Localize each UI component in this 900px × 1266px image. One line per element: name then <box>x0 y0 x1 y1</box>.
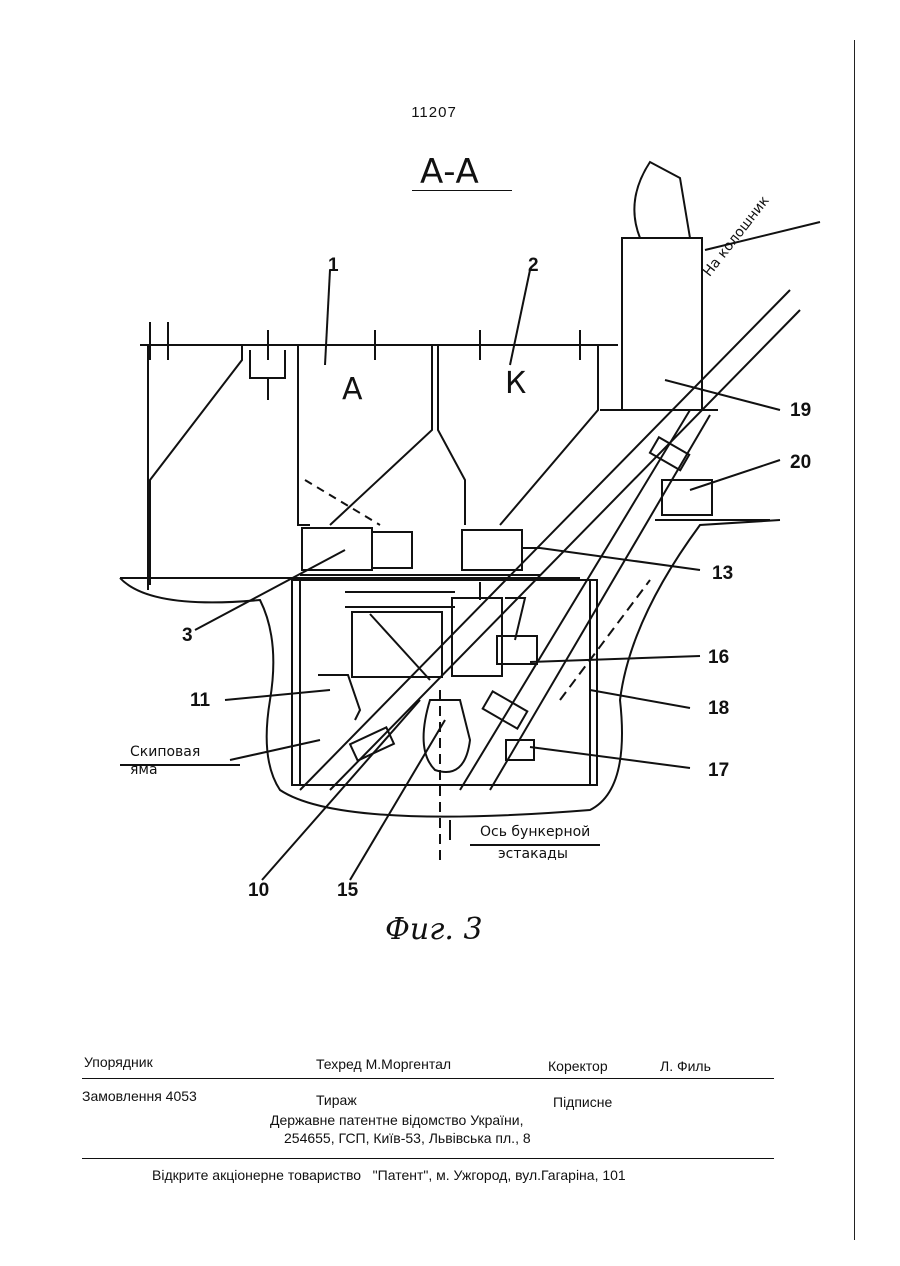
tower-19 <box>622 238 702 410</box>
annotation-axis-1: Ось бункерной <box>480 824 590 840</box>
callout-20: 20 <box>790 452 811 474</box>
footer-order: Замовлення 4053 <box>82 1088 197 1104</box>
compartment-k: К <box>505 366 526 401</box>
incline-rail-2 <box>330 310 800 790</box>
footer-office-1: Державне патентне відомство України, <box>270 1112 524 1128</box>
annotation-skip-pit-2: яма <box>130 762 158 778</box>
feeder-13 <box>462 530 522 570</box>
footer-publisher: Відкрите акціонерне товариство "Патент",… <box>152 1167 626 1183</box>
callout-2: 2 <box>528 255 539 277</box>
callout-11: 11 <box>190 690 210 712</box>
chute-11 <box>318 675 360 720</box>
footer-office-2: 254655, ГСП, Київ-53, Львівська пл., 8 <box>284 1130 531 1146</box>
footer-corrector-label: Коректор <box>548 1058 608 1074</box>
callout-16: 16 <box>708 647 729 669</box>
feeder-3 <box>302 528 372 570</box>
footer-compiler: Упорядник <box>84 1054 153 1070</box>
annotation-axis-2: эстакады <box>498 846 568 862</box>
callout-3: 3 <box>182 625 193 647</box>
callout-19: 19 <box>790 400 811 422</box>
footer-rule-2 <box>82 1158 774 1159</box>
skip-bucket-15 <box>424 700 470 772</box>
bunker-a-left-wall <box>298 345 310 525</box>
footer-techred: Техред М.Моргентал <box>316 1056 451 1072</box>
annotation-skip-pit-1: Скиповая <box>130 744 200 760</box>
footer-rule-1 <box>82 1078 774 1079</box>
callout-13: 13 <box>712 563 733 585</box>
skip-pit-frame <box>292 580 597 785</box>
callout-1: 1 <box>328 255 339 277</box>
tower-top <box>634 162 690 238</box>
compartment-a: А <box>342 372 363 407</box>
callout-18: 18 <box>708 698 729 720</box>
left-bunker-wall <box>150 345 242 585</box>
callout-15: 15 <box>337 880 358 902</box>
callout-17: 17 <box>708 760 729 782</box>
footer-corrector-name: Л. Филь <box>660 1058 711 1074</box>
footer-circulation: Тираж <box>316 1092 357 1108</box>
callout-10: 10 <box>248 880 269 902</box>
footer-subscription: Підписне <box>553 1094 612 1110</box>
figure-caption: Фиг. 3 <box>385 912 483 947</box>
bunker-k-left-wall <box>438 345 465 525</box>
